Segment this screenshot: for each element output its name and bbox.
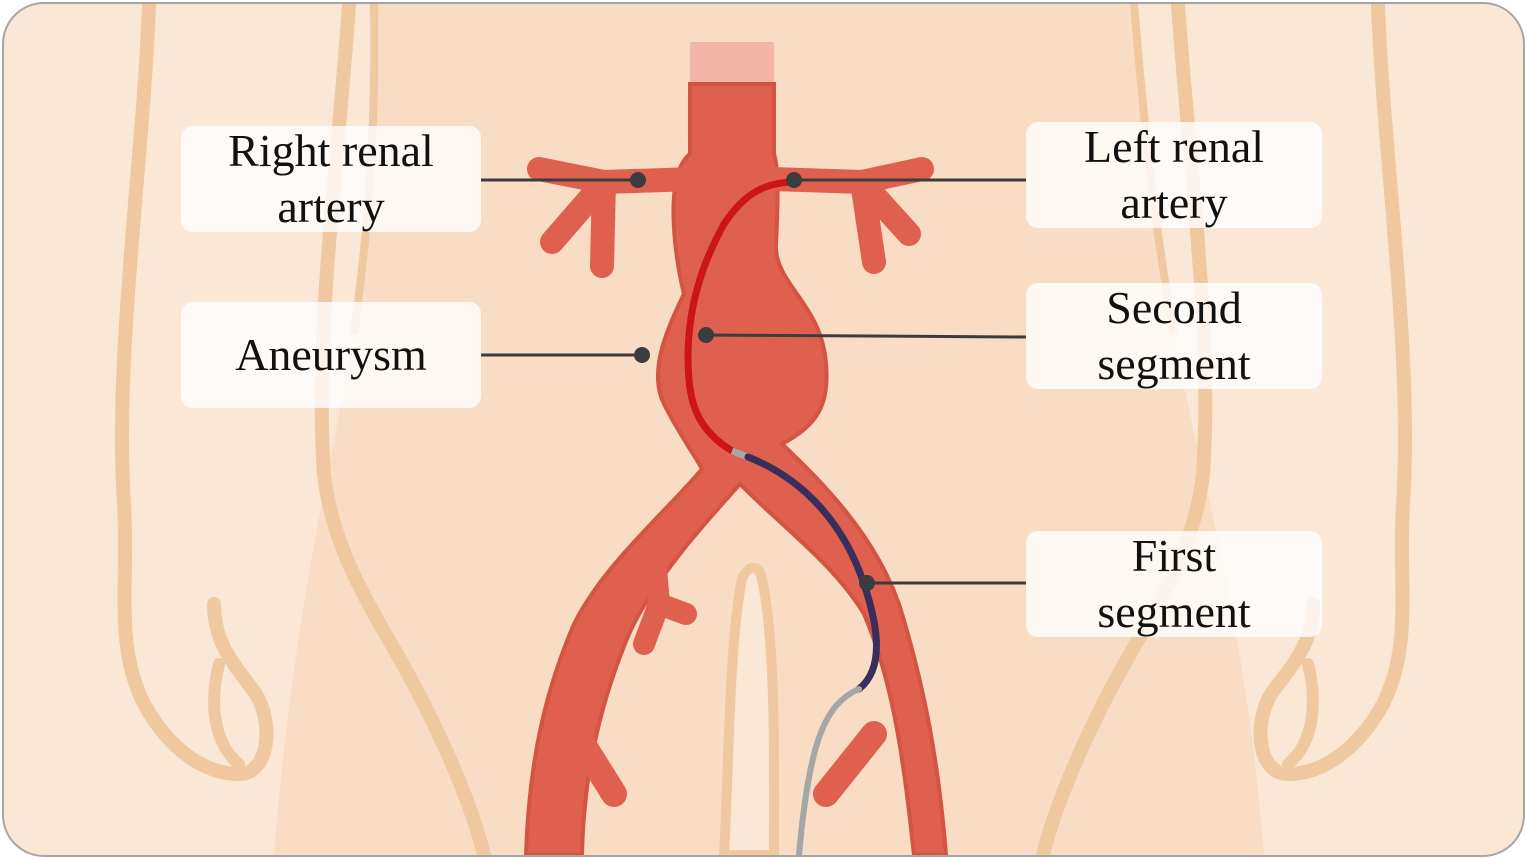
- label-first-segment-line1: First: [1131, 530, 1217, 581]
- left-arm-outline: [114, 4, 274, 782]
- left-thumb: [208, 658, 245, 770]
- label-aneurysm: Aneurysm: [181, 302, 481, 408]
- right-renal-branch: [527, 157, 706, 278]
- right-lower-branch: [551, 701, 627, 807]
- guidewire: [796, 686, 862, 855]
- dot-first-segment: [859, 575, 875, 591]
- label-right-renal-artery: Right renal artery: [181, 125, 481, 232]
- label-first-segment: First segment: [1026, 530, 1322, 637]
- left-lower-branch: [813, 721, 887, 807]
- label-left-renal-artery: Left renal artery: [1026, 121, 1322, 228]
- anatomy-illustration: [114, 4, 1413, 855]
- label-left-renal-line2: artery: [1120, 177, 1228, 228]
- label-second-segment: Second segment: [1026, 282, 1322, 389]
- label-right-renal-line1: Right renal: [228, 125, 434, 176]
- dot-second-segment: [698, 327, 714, 343]
- right-internal-iliac: [633, 533, 697, 655]
- label-second-segment-line2: segment: [1097, 338, 1251, 389]
- right-arm-outline: [1253, 4, 1413, 782]
- label-first-segment-line2: segment: [1097, 586, 1251, 637]
- dot-left-renal: [786, 172, 802, 188]
- label-right-renal-line2: artery: [277, 181, 385, 232]
- label-left-renal-line1: Left renal: [1083, 121, 1265, 172]
- right-thumb: [1282, 658, 1319, 770]
- aorta: [523, 82, 949, 855]
- crotch-gap: [718, 562, 780, 855]
- label-aneurysm-line1: Aneurysm: [235, 329, 427, 380]
- second-segment-graft: [684, 178, 800, 456]
- label-second-segment-line1: Second: [1106, 282, 1242, 333]
- leader-second-segment: [705, 333, 1027, 339]
- dot-aneurysm: [634, 347, 650, 363]
- dot-right-renal: [630, 172, 646, 188]
